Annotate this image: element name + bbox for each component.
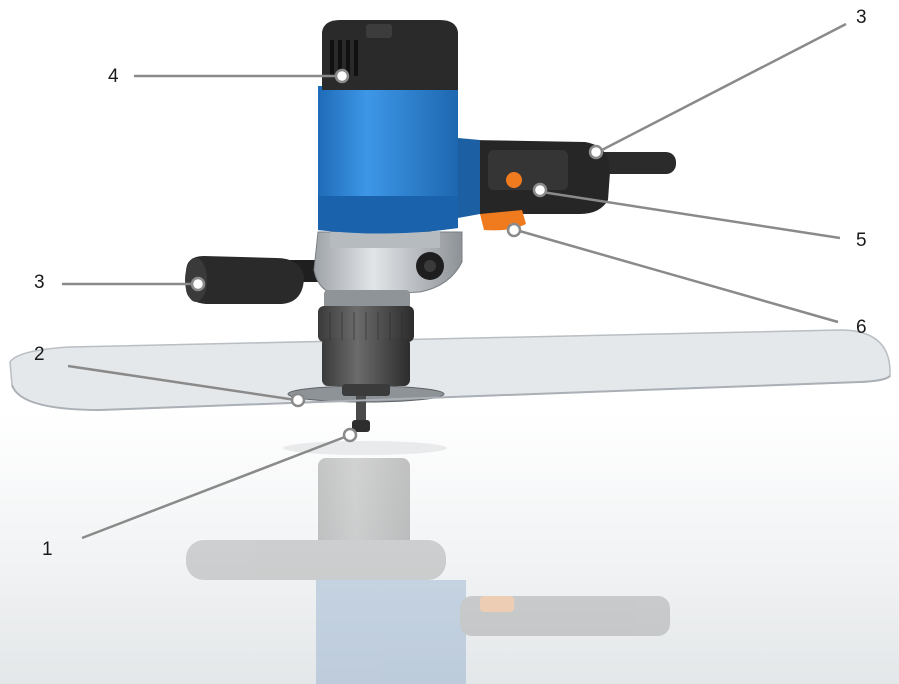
callout-dots — [190, 68, 604, 443]
motor-housing — [318, 86, 480, 234]
leader-line-2 — [67, 364, 297, 402]
tool-reflection — [186, 441, 670, 684]
callout-dot-2 — [290, 392, 306, 408]
leader-line-3-right — [597, 22, 847, 154]
callout-dot-4 — [334, 68, 350, 84]
cutter-head — [318, 290, 414, 386]
callout-label-6: 6 — [856, 317, 867, 338]
callout-dot-3-left — [190, 276, 206, 292]
leader-line-5 — [541, 190, 841, 240]
motor-vents — [330, 40, 358, 76]
callout-label-1: 1 — [42, 539, 53, 560]
leader-line-6 — [515, 228, 839, 324]
callout-dot-3-right — [588, 144, 604, 160]
motor-cap — [322, 20, 458, 90]
floor-background — [0, 410, 899, 684]
callout-label-4: 4 — [108, 66, 119, 87]
gearbox — [313, 231, 463, 297]
pilot-spindle — [352, 396, 370, 432]
callout-dot-1 — [342, 427, 358, 443]
right-handle — [470, 140, 676, 214]
leader-line-1 — [81, 433, 351, 540]
callout-label-3-left: 3 — [34, 272, 45, 293]
callout-label-2: 2 — [34, 344, 45, 365]
callout-label-3-right: 3 — [856, 7, 867, 28]
callout-dot-6 — [506, 222, 522, 238]
callout-dot-5 — [532, 182, 548, 198]
callout-label-5: 5 — [856, 230, 867, 251]
lock-button — [506, 172, 522, 188]
leader-lines — [62, 22, 847, 540]
